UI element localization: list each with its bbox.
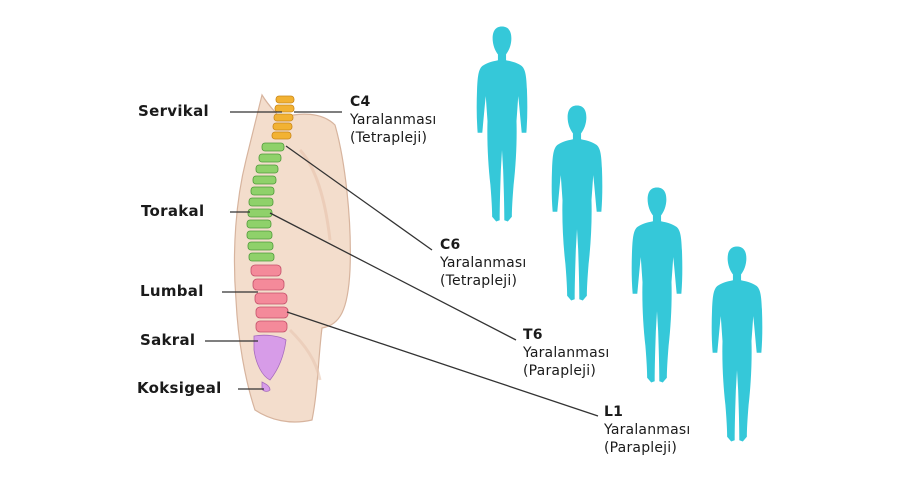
injury-t6-type: Yaralanması [523,345,610,361]
sacral-vertebrae [253,334,287,392]
cervical-vertebrae [271,95,295,140]
injury-c6-type: Yaralanması [440,255,527,271]
injury-leader-lines [269,111,599,417]
label-sacral: Sakral [140,331,196,349]
injury-c4-type: Yaralanması [350,112,437,128]
injury-c4-result: (Tetrapleji) [350,130,428,146]
thoracic-vertebrae [246,142,285,262]
label-thoracic: Torakal [141,202,205,220]
spine [246,95,295,392]
label-lumbar: Lumbal [140,282,204,300]
injury-l1: L1 Yaralanması (Parapleji) [604,403,690,457]
injury-c6-level: C6 [440,237,461,253]
injury-c4: C4 Yaralanması (Tetrapleji) [350,93,436,147]
figure-c4 [476,26,528,222]
injury-l1-type: Yaralanması [604,422,691,438]
injury-c4-level: C4 [350,94,371,110]
injury-l1-level: L1 [604,404,624,420]
figure-t6 [631,187,683,383]
region-leader-lines [205,111,282,390]
injury-t6-level: T6 [523,327,543,343]
human-figures [476,26,763,442]
lumbar-vertebrae [250,264,289,333]
injury-c6-result: (Tetrapleji) [440,273,518,289]
figure-c6 [551,105,603,301]
figure-l1 [711,246,763,442]
injury-t6: T6 Yaralanması (Parapleji) [523,326,609,380]
injury-t6-result: (Parapleji) [523,363,597,379]
label-cervical: Servikal [138,102,209,120]
injury-c6: C6 Yaralanması (Tetrapleji) [440,236,526,290]
label-coccygeal: Koksigeal [137,379,222,397]
injury-l1-result: (Parapleji) [604,440,678,456]
